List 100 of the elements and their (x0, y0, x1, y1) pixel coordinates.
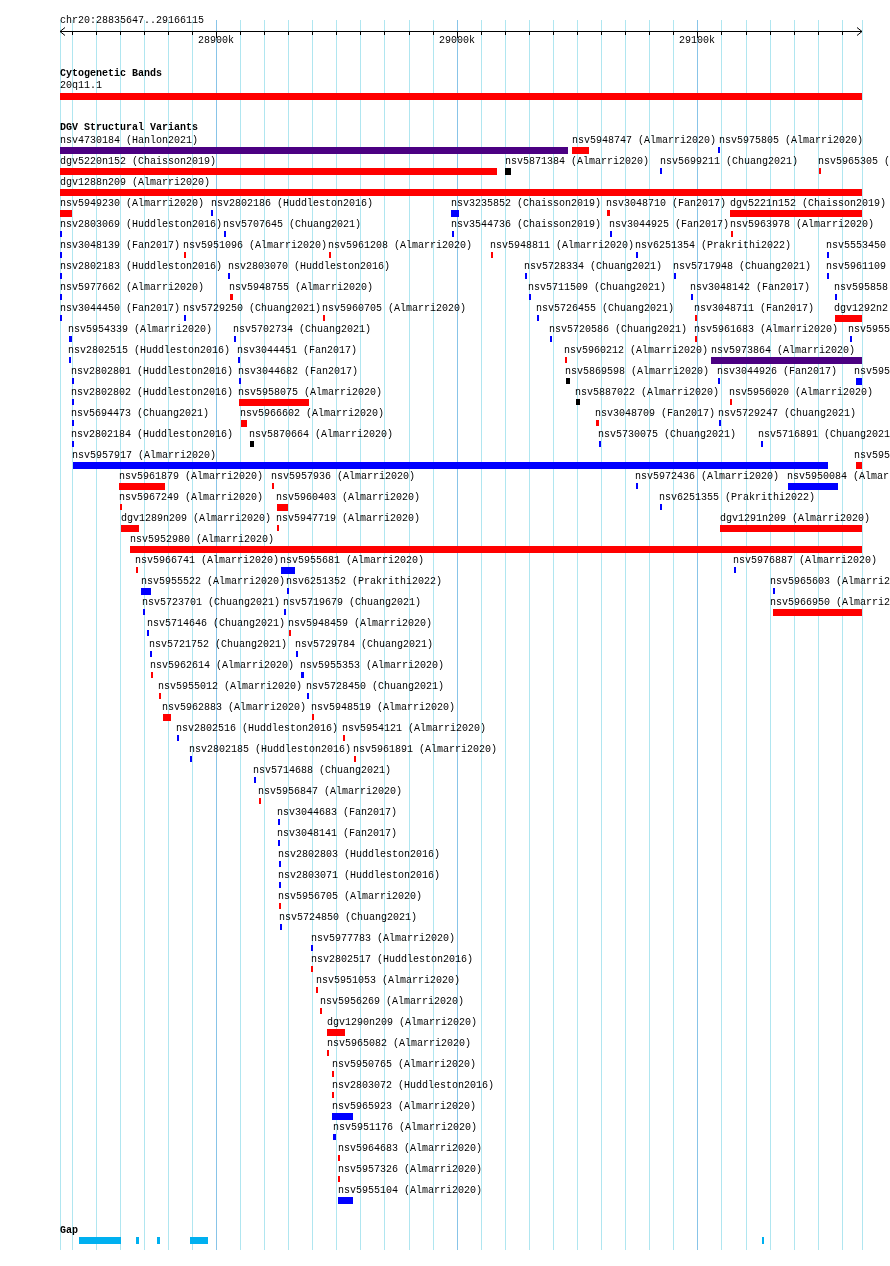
variant-label: nsv5729784 (Chuang2021) (295, 639, 434, 651)
variant-label: nsv5961109 (826, 261, 886, 273)
variant-label: nsv5716891 (Chuang2021 (758, 429, 890, 441)
variant-label: nsv3544736 (Chaisson2019) (451, 219, 602, 231)
variant-label: nsv5724850 (Chuang2021) (279, 912, 418, 924)
variant-label: nsv2802186 (Huddleston2016) (211, 198, 374, 210)
variant-label: nsv5957917 (Almarri2020) (72, 450, 217, 462)
variant-label: nsv3048711 (Fan2017) (694, 303, 815, 315)
variant-label: nsv5723701 (Chuang2021) (142, 597, 281, 609)
variant-label: nsv3044926 (Fan2017) (717, 366, 838, 378)
variant-label: nsv5951176 (Almarri2020) (333, 1122, 478, 1134)
variant-label: nsv5962883 (Almarri2020) (162, 702, 307, 714)
variant-label: nsv5955353 (Almarri2020) (300, 660, 445, 672)
variant-label: nsv4730184 (Hanlon2021) (60, 135, 199, 147)
variant-label: nsv3044682 (Fan2017) (238, 366, 359, 378)
variant-label: nsv5966741 (Almarri2020) (135, 555, 280, 567)
variant-label: dgv1289n209 (Almarri2020) (121, 513, 272, 525)
variant-label: nsv5977662 (Almarri2020) (60, 282, 205, 294)
variant-label: nsv5976887 (Almarri2020) (733, 555, 878, 567)
variant-label: nsv5960212 (Almarri2020) (564, 345, 709, 357)
variant-label: nsv5955522 (Almarri2020) (141, 576, 286, 588)
variant-label: nsv5729247 (Chuang2021) (718, 408, 857, 420)
variant-label: nsv5694473 (Chuang2021) (71, 408, 210, 420)
variant-label: nsv5729250 (Chuang2021) (183, 303, 322, 315)
variant-label: nsv5720586 (Chuang2021) (549, 324, 688, 336)
variant-label: nsv2802515 (Huddleston2016) (68, 345, 231, 357)
variant-label: nsv5947719 (Almarri2020) (276, 513, 421, 525)
variant-label: nsv5553450 (826, 240, 886, 252)
variant-label: nsv5965305 ( (818, 156, 890, 168)
track-title: DGV Structural Variants (60, 122, 199, 134)
variant-label: nsv5967249 (Almarri2020) (119, 492, 264, 504)
variant-label: dgv1288n209 (Almarri2020) (60, 177, 211, 189)
variant-label: nsv5955681 (Almarri2020) (280, 555, 425, 567)
variant-label: nsv5961891 (Almarri2020) (353, 744, 498, 756)
variant-label: nsv5957936 (Almarri2020) (271, 471, 416, 483)
variant-label: nsv3048141 (Fan2017) (277, 828, 398, 840)
axis-tick-label: 28900k (198, 35, 234, 47)
variant-label: nsv5869598 (Almarri2020) (565, 366, 710, 378)
variant-label: nsv5973864 (Almarri2020) (711, 345, 856, 357)
variant-label: dgv1292n2 (834, 303, 888, 315)
track-title: Gap (60, 1225, 78, 1237)
variant-label: nsv3044451 (Fan2017) (237, 345, 358, 357)
variant-label: nsv5951053 (Almarri2020) (316, 975, 461, 987)
variant-label: nsv5965923 (Almarri2020) (332, 1101, 477, 1113)
variant-label: nsv6251352 (Prakrithi2022) (286, 576, 443, 588)
variant-label: nsv2803071 (Huddleston2016) (278, 870, 441, 882)
variant-label: nsv5966950 (Almarri2 (770, 597, 890, 609)
variant-label: nsv6251354 (Prakrithi2022) (635, 240, 792, 252)
variant-label: nsv5966602 (Almarri2020) (240, 408, 385, 420)
variant-label: nsv5702734 (Chuang2021) (233, 324, 372, 336)
variant-label: nsv5956705 (Almarri2020) (278, 891, 423, 903)
variant-label: nsv5965082 (Almarri2020) (327, 1038, 472, 1050)
variant-label: nsv5728450 (Chuang2021) (306, 681, 445, 693)
variant-label: nsv2802803 (Huddleston2016) (278, 849, 441, 861)
variant-label: nsv5955 (848, 324, 890, 336)
variant-label: nsv2802184 (Huddleston2016) (71, 429, 234, 441)
variant-label: nsv5948811 (Almarri2020) (490, 240, 635, 252)
variant-label: nsv5870664 (Almarri2020) (249, 429, 394, 441)
variant-label: nsv5957326 (Almarri2020) (338, 1164, 483, 1176)
variant-label: nsv5975805 (Almarri2020) (719, 135, 864, 147)
variant-label: nsv595 (854, 366, 890, 378)
variant-label: nsv2803069 (Huddleston2016) (60, 219, 223, 231)
variant-label: nsv5949230 (Almarri2020) (60, 198, 205, 210)
variant-label: nsv5707645 (Chuang2021) (223, 219, 362, 231)
axis-tick-label: 29000k (439, 35, 475, 47)
variant-label: nsv5962614 (Almarri2020) (150, 660, 295, 672)
variant-label: nsv5699211 (Chuang2021) (660, 156, 799, 168)
variant-label: nsv5961879 (Almarri2020) (119, 471, 264, 483)
variant-label: nsv5950084 (Almar (787, 471, 890, 483)
variant-label: nsv5958075 (Almarri2020) (238, 387, 383, 399)
variant-label: nsv5963978 (Almarri2020) (730, 219, 875, 231)
variant-label: nsv5961683 (Almarri2020) (694, 324, 839, 336)
variant-label: nsv3044450 (Fan2017) (60, 303, 181, 315)
variant-label: nsv2802517 (Huddleston2016) (311, 954, 474, 966)
variant-label: nsv5948459 (Almarri2020) (288, 618, 433, 630)
variant-label: dgv5220n152 (Chaisson2019) (60, 156, 217, 168)
variant-label: nsv3044925 (Fan2017) (609, 219, 730, 231)
variant-label: nsv5955104 (Almarri2020) (338, 1185, 483, 1197)
variant-label: nsv5726455 (Chuang2021) (536, 303, 675, 315)
variant-label: nsv5972436 (Almarri2020) (635, 471, 780, 483)
variant-label: nsv5951096 (Almarri2020) (183, 240, 328, 252)
variant-label: nsv5948747 (Almarri2020) (572, 135, 717, 147)
variant-label: nsv2802516 (Huddleston2016) (176, 723, 339, 735)
variant-label: dgv1291n209 (Almarri2020) (720, 513, 871, 525)
variant-label: nsv5948519 (Almarri2020) (311, 702, 456, 714)
variant-label: nsv5950765 (Almarri2020) (332, 1059, 477, 1071)
variant-label: nsv2803070 (Huddleston2016) (228, 261, 391, 273)
variant-label: nsv5956847 (Almarri2020) (258, 786, 403, 798)
variant-label: nsv5954339 (Almarri2020) (68, 324, 213, 336)
variant-label: nsv5960705 (Almarri2020) (322, 303, 467, 315)
variant-label: nsv5728334 (Chuang2021) (524, 261, 663, 273)
variant-label: nsv2803072 (Huddleston2016) (332, 1080, 495, 1092)
variant-label: nsv5714688 (Chuang2021) (253, 765, 392, 777)
variant-label: nsv5960403 (Almarri2020) (276, 492, 421, 504)
variant-label: nsv5965603 (Almarri2 (770, 576, 890, 588)
variant-label: nsv5717948 (Chuang2021) (673, 261, 812, 273)
cytoband-label: 20q11.1 (60, 80, 102, 92)
variant-label: nsv5955012 (Almarri2020) (158, 681, 303, 693)
axis-tick-label: 29100k (679, 35, 715, 47)
variant-label: nsv2802183 (Huddleston2016) (60, 261, 223, 273)
